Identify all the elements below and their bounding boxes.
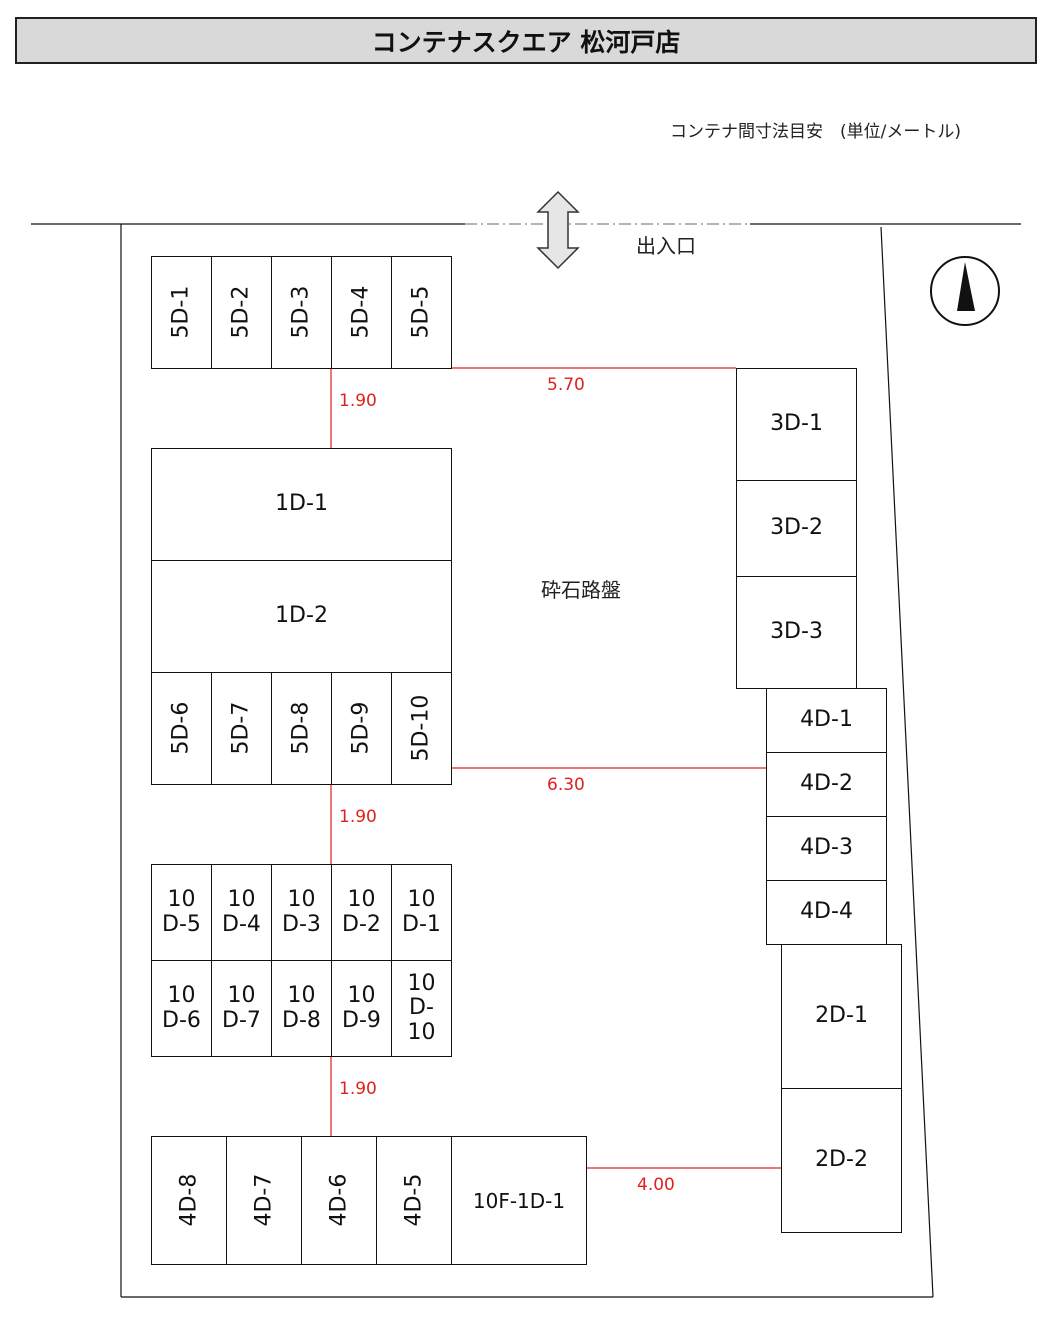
unit-label: 2D-2 xyxy=(815,1147,868,1173)
container-unit[interactable]: 1D-1 xyxy=(151,448,452,561)
container-unit[interactable]: 5D-9 xyxy=(331,672,392,785)
dimension-label: 1.90 xyxy=(339,807,377,827)
unit-label: 4D-4 xyxy=(800,899,853,925)
dimension-label: 4.00 xyxy=(637,1175,675,1195)
dimension-label: 6.30 xyxy=(547,775,585,795)
unit-label: 3D-3 xyxy=(770,619,823,645)
unit-label: 2D-1 xyxy=(815,1003,868,1029)
dimension-label: 1.90 xyxy=(339,391,377,411)
container-unit[interactable]: 5D-7 xyxy=(211,672,272,785)
unit-label: 5D-2 xyxy=(228,286,254,339)
unit-label: 5D-9 xyxy=(348,702,374,755)
container-unit[interactable]: 5D-6 xyxy=(151,672,212,785)
unit-label: 4D-6 xyxy=(325,1174,351,1227)
container-unit[interactable]: 5D-1 xyxy=(151,256,212,369)
entrance-label: 出入口 xyxy=(636,234,696,258)
dimension-label: 5.70 xyxy=(547,375,585,395)
unit-label: 3D-1 xyxy=(770,411,823,437)
unit-label: 4D-2 xyxy=(800,771,853,797)
container-unit[interactable]: 10F-1D-1 xyxy=(451,1136,587,1265)
container-unit[interactable]: 4D-3 xyxy=(766,816,887,881)
units-note: コンテナ間寸法目安 (単位/メートル) xyxy=(670,122,961,142)
container-unit[interactable]: 4D-4 xyxy=(766,880,887,945)
unit-label: 1D-2 xyxy=(275,603,328,629)
container-unit[interactable]: 4D-7 xyxy=(226,1136,302,1265)
container-unit[interactable]: 1D-2 xyxy=(151,560,452,673)
unit-label: 5D-3 xyxy=(288,286,314,339)
unit-label: 4D-3 xyxy=(800,835,853,861)
ground-label: 砕石路盤 xyxy=(541,578,621,602)
page-title: コンテナスクエア 松河戸店 xyxy=(15,17,1037,64)
container-unit[interactable]: 5D-5 xyxy=(391,256,452,369)
unit-label: 4D-1 xyxy=(800,707,853,733)
unit-label: 5D-4 xyxy=(348,286,374,339)
unit-label: 5D-7 xyxy=(228,702,254,755)
unit-label: 10F-1D-1 xyxy=(472,1188,566,1213)
unit-label: 5D-10 xyxy=(408,695,434,762)
unit-label: 5D-8 xyxy=(288,702,314,755)
container-unit[interactable]: 2D-2 xyxy=(781,1088,902,1233)
container-unit[interactable]: 4D-1 xyxy=(766,688,887,753)
container-unit[interactable]: 5D-3 xyxy=(271,256,332,369)
container-unit[interactable]: 3D-2 xyxy=(736,480,857,577)
entrance-arrow-icon xyxy=(536,190,580,270)
dimension-lines xyxy=(330,367,781,1169)
unit-label: 3D-2 xyxy=(770,515,823,541)
north-compass-icon xyxy=(930,256,1000,326)
container-unit[interactable]: 2D-1 xyxy=(781,944,902,1089)
container-unit[interactable]: 4D-8 xyxy=(151,1136,227,1265)
container-unit[interactable]: 5D-2 xyxy=(211,256,272,369)
container-unit[interactable]: 5D-8 xyxy=(271,672,332,785)
container-unit[interactable]: 5D-4 xyxy=(331,256,392,369)
unit-label: 4D-5 xyxy=(400,1174,426,1227)
container-unit[interactable]: 3D-3 xyxy=(736,576,857,689)
container-unit[interactable]: 4D-6 xyxy=(301,1136,377,1265)
unit-label: 4D-8 xyxy=(175,1174,201,1227)
container-unit[interactable]: 4D-2 xyxy=(766,752,887,817)
container-unit[interactable]: 5D-10 xyxy=(391,672,452,785)
container-unit[interactable]: 3D-1 xyxy=(736,368,857,481)
dimension-label: 1.90 xyxy=(339,1079,377,1099)
container-unit[interactable]: 4D-5 xyxy=(376,1136,452,1265)
unit-label: 1D-1 xyxy=(275,491,328,517)
unit-label: 5D-5 xyxy=(408,286,434,339)
unit-label: 5D-6 xyxy=(168,702,194,755)
unit-label: 4D-7 xyxy=(250,1174,276,1227)
unit-label: 5D-1 xyxy=(168,286,194,339)
